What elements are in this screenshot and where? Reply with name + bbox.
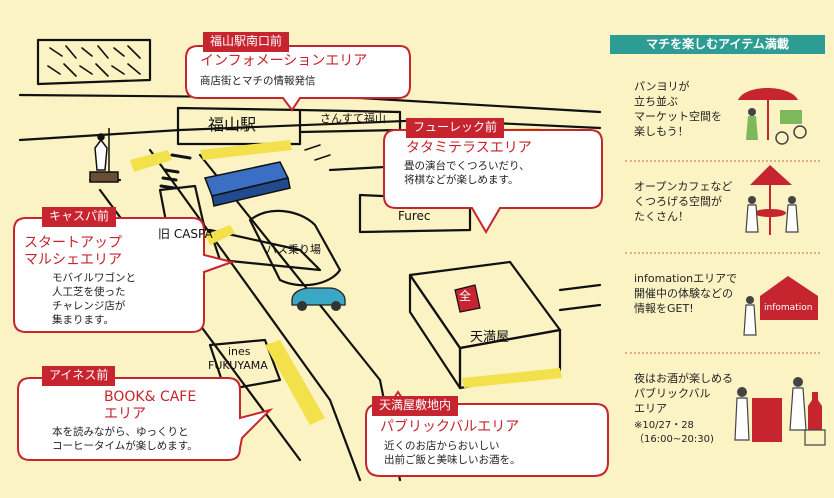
startup-text-line4: 集まります。 xyxy=(52,314,114,326)
sidebar-item-line: 楽しもう！ xyxy=(634,125,689,138)
public-tag: 天満屋敷地内 xyxy=(372,396,459,416)
tatami-text-line1: 畳の演台でくつろいだり、 xyxy=(404,160,530,172)
tenmaya-label: 天満屋 xyxy=(470,330,510,345)
sidebar-item-line: たくさん！ xyxy=(634,210,689,223)
public-text-line1: 近くのお店からおいしい xyxy=(384,440,500,452)
railway-block xyxy=(36,38,152,86)
station-label: 福山駅 xyxy=(208,115,257,134)
callout-book xyxy=(17,377,274,461)
startup-text-line2: 人工芝を使った xyxy=(52,286,126,298)
book-text-line2: コーヒータイムが楽しめます。 xyxy=(52,440,198,452)
info-tent-icon xyxy=(743,276,818,336)
info-tent-label: infomation xyxy=(764,303,813,313)
startup-tag: キャスパ前 xyxy=(42,207,117,227)
sidebar-divider xyxy=(625,252,820,254)
sidebar-item-line: マーケット空間を xyxy=(634,110,722,123)
sidebar-item-line: パブリックバル xyxy=(634,387,711,400)
caspa-label: 旧 CASPA xyxy=(158,227,213,241)
startup-title-line2: マルシェエリア xyxy=(24,252,122,268)
sidebar-item-line: 立ち並ぶ xyxy=(634,95,678,108)
bus-terminal-label: バス乗り場 xyxy=(266,243,321,256)
sidebar-divider xyxy=(625,160,820,162)
book-tag: アイネス前 xyxy=(42,366,116,386)
market-stall-icon xyxy=(738,88,807,145)
sansute-label: さんすて福山 xyxy=(320,112,386,125)
callout-info xyxy=(185,45,411,112)
tenmaya-logo xyxy=(454,284,481,313)
book-title-line1: BOOK& CAFE xyxy=(104,389,197,405)
sidebar-item-line: （16:00~20:30) xyxy=(634,434,714,445)
sidebar-item-line: ※10/27・28 xyxy=(634,420,694,431)
book-title-line2: エリア xyxy=(104,406,146,422)
startup-text-line1: モバイルワゴンと xyxy=(52,272,136,284)
sidebar-item-line: パンヨリが xyxy=(634,80,690,93)
sidebar-item-line: infomationエリアで xyxy=(634,272,738,285)
sidebar-item-line: くつろげる空間が xyxy=(634,195,722,208)
sidebar-item-line: 開催中の体験などの xyxy=(634,287,733,300)
startup-text-line3: チャレンジ店が xyxy=(52,300,126,312)
sidebar-item-line: オープンカフェなど xyxy=(634,180,733,193)
public-title: パブリックバルエリア xyxy=(380,419,520,435)
sidebar-item-line: エリア xyxy=(634,402,667,415)
sidebar-divider xyxy=(625,352,820,354)
public-text-line2: 出前ご飯と美味しいお酒を。 xyxy=(384,454,521,466)
tenmaya-logo-char: 全 xyxy=(459,289,472,303)
tatami-title: タタミテラスエリア xyxy=(406,140,532,156)
ines-label-line1: ines xyxy=(228,345,251,358)
furec-label: Furec xyxy=(398,209,431,223)
info-text: 商店街とマチの情報発信 xyxy=(200,75,316,87)
book-text-line1: 本を読みながら、ゆっくりと xyxy=(52,426,189,438)
bus-icon xyxy=(203,161,291,207)
statue-icon xyxy=(89,128,119,183)
info-tag: 福山駅南口前 xyxy=(203,32,290,52)
tatami-tag: フューレック前 xyxy=(406,118,505,138)
sidebar-item-line: 情報をGET! xyxy=(634,302,694,315)
startup-title-line1: スタートアップ xyxy=(24,235,122,251)
callout-tatami xyxy=(383,129,603,234)
info-title: インフォメーションエリア xyxy=(200,53,368,69)
bar-people-icon xyxy=(734,377,826,446)
tatami-text-line2: 将棋などが楽しめます。 xyxy=(404,174,519,186)
car-icon xyxy=(291,287,346,311)
marker-near-station xyxy=(130,150,172,172)
cafe-table-icon xyxy=(745,165,799,235)
sidebar-item-line: 夜はお酒が楽しめる xyxy=(634,372,733,385)
callout-startup xyxy=(13,217,236,333)
sidebar-title: マチを楽しむアイテム満載 xyxy=(610,35,825,54)
ines-label-line2: FUKUYAMA xyxy=(208,359,268,372)
marker-ines xyxy=(265,340,325,425)
